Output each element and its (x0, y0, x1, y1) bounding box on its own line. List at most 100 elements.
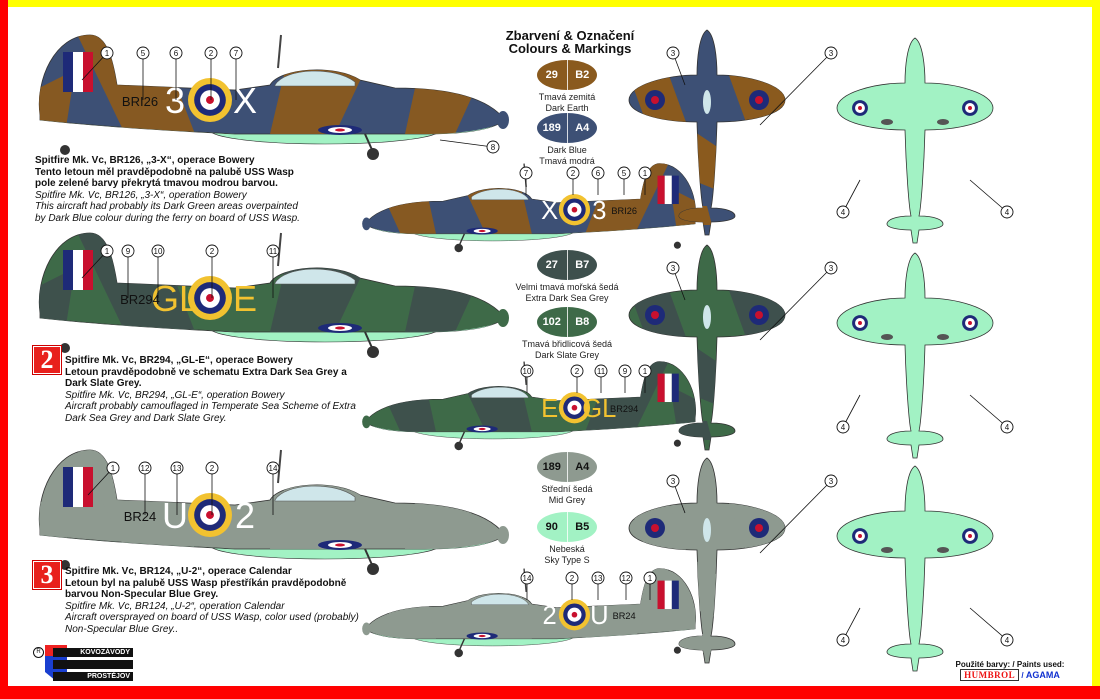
fin-flash-stripe (671, 373, 679, 403)
code-letters-left: GL (151, 278, 199, 319)
roundel-red (968, 534, 972, 538)
callout-number: 13 (173, 464, 182, 473)
logo-line1: KOVOZÁVODY (53, 648, 133, 657)
callout-leader (759, 480, 832, 554)
callout-number: 8 (491, 143, 496, 152)
callout-leader (969, 179, 1008, 213)
underside-view (836, 252, 994, 459)
paints-used-label: Použité barvy: / Paints used: (955, 660, 1065, 669)
title-en: Spitfire Mk. Vc, BR126, „3-X“, operation… (35, 189, 247, 201)
paint-name-1: Velmi tmavá mořská šedá (515, 282, 619, 292)
radiator (881, 334, 893, 340)
side-profile-right (362, 568, 696, 658)
callout-number: 11 (269, 247, 278, 256)
callout-number: 1 (111, 464, 116, 473)
callout-number: 1 (105, 49, 110, 58)
body-cz: Letoun pravděpodobně ve schematu Extra D… (65, 366, 347, 390)
body-cz: Tento letoun měl pravděpodobně na palubě… (35, 166, 294, 190)
airframe (836, 37, 994, 244)
callout-circle (643, 571, 657, 585)
code-letters-left: 2 (542, 602, 556, 630)
camo-patch (405, 503, 475, 549)
tail-wheel (60, 560, 70, 570)
callout-circle (824, 46, 838, 60)
callout-number: 2 (570, 574, 575, 583)
callout-number: 5 (141, 49, 146, 58)
paint-name-2: Mid Grey (548, 494, 586, 505)
spinner (497, 111, 509, 129)
code-letters-right: GL (582, 395, 616, 423)
canopy (703, 305, 711, 329)
roundel-red (755, 96, 763, 104)
callout-number: 2 (209, 49, 214, 58)
humbrol-code: 29 (537, 60, 568, 90)
callout-circle (619, 571, 633, 585)
frame-left (0, 0, 8, 699)
callout-leader (969, 607, 1008, 641)
fin-flash-stripe (664, 373, 672, 403)
callout-number: 13 (594, 574, 603, 583)
callout-number: 1 (643, 367, 648, 376)
humbrol-code: 27 (537, 250, 568, 280)
title-en: Spitfire Mk. Vc, BR294, „GL-E“, operatio… (65, 389, 285, 401)
paint-name-2: Dark Earth (545, 102, 589, 113)
callout-circle (170, 461, 184, 475)
camo-patch (677, 421, 712, 440)
paint-name-1: Střední šedá (541, 484, 593, 494)
callout-number: 3 (671, 49, 676, 58)
callout-circle (138, 461, 152, 475)
callout-circle (106, 461, 120, 475)
callout-circle (570, 364, 584, 378)
aircraft-2-badge: 2 (32, 345, 62, 375)
roundel-red (858, 534, 862, 538)
callout-circle (100, 244, 114, 258)
spinner (362, 217, 371, 231)
airframe (836, 465, 994, 672)
callout-number: 6 (174, 49, 179, 58)
body-en: Aircraft oversprayed on board of USS Was… (65, 612, 359, 635)
callout-circle (824, 261, 838, 275)
callout-circle (520, 364, 534, 378)
callout-number: 14 (269, 464, 278, 473)
callout-number: 10 (154, 247, 163, 256)
camo-patch (386, 606, 437, 639)
colours-header: Zbarvení & Označení Colours & Markings (480, 29, 660, 55)
roundel-red (968, 106, 972, 110)
callout-circle (520, 571, 534, 585)
radiator (881, 119, 893, 125)
paint-oval: 29 B2 (537, 60, 597, 90)
callout-number: 3 (829, 264, 834, 273)
paint-name-1: Tmavá zemitá (538, 92, 596, 102)
roundel-red (206, 96, 214, 104)
paint-name-2: Extra Dark Sea Grey (525, 292, 609, 303)
paint-oval: 102 B8 (537, 307, 597, 337)
tail-wheel (673, 241, 681, 249)
camo-patch (677, 634, 712, 653)
callout-circle (591, 166, 605, 180)
fin-flash-stripe (63, 467, 73, 507)
callout-circle (594, 364, 608, 378)
frame-bottom (0, 686, 1100, 699)
aircraft-1-description: Spitfire Mk. Vc, BR126, „3-X“, operace B… (35, 155, 305, 224)
humbrol-code: 189 (537, 452, 568, 482)
humbrol-code: 102 (537, 307, 568, 337)
callout-number: 3 (829, 477, 834, 486)
agama-logo: AGAMA (1025, 670, 1060, 680)
callout-number: 7 (524, 169, 529, 178)
underside-view (836, 465, 994, 672)
fin-flash-stripe (657, 580, 665, 610)
fin-flash-stripe (73, 52, 83, 92)
body-cz: Letoun byl na palubě USS Wasp přestříkán… (65, 577, 347, 601)
wing-roundel-red (478, 427, 486, 431)
tail-wheel (673, 439, 681, 447)
paint-swatch: 29 B2 Tmavá zemitá Dark Earth (507, 60, 627, 113)
code-letters-right: 3 (592, 197, 606, 225)
callout-number: 4 (1005, 636, 1010, 645)
callout-number: 2 (575, 367, 580, 376)
code-letters-right: U (590, 602, 608, 630)
callout-number: 1 (105, 247, 110, 256)
main-wheel (454, 243, 463, 253)
callout-circle (836, 205, 850, 219)
roundel-red (755, 524, 763, 532)
humbrol-code: 90 (537, 512, 568, 542)
